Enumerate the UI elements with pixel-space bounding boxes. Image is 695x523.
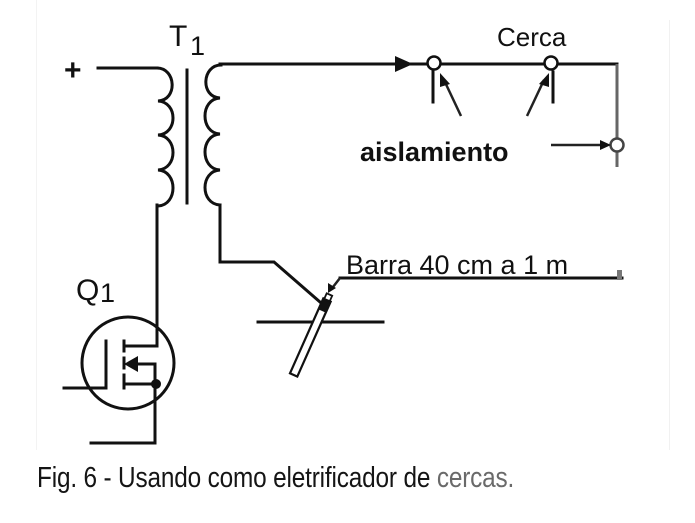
insulation-label: aislamiento	[360, 137, 509, 167]
pointer-arrowhead-3-icon	[600, 140, 611, 150]
positive-terminal-label: +	[64, 54, 82, 87]
insulator-2-icon	[543, 55, 559, 71]
pointer-arrowhead-1-icon	[440, 73, 450, 87]
figure-caption: Fig. 6 - Usando como eletrificador de ce…	[37, 462, 514, 495]
ground-rod-leader-arrowhead-icon	[328, 283, 336, 293]
insulator-1-icon	[426, 55, 442, 71]
transformer-secondary-coil	[203, 63, 223, 207]
fence-label: Cerca	[497, 22, 567, 52]
mosfet-body-icon	[80, 315, 176, 411]
scan-edge-right	[669, 20, 670, 450]
transistor-label-subscript: 1	[100, 278, 115, 308]
label-scan-mark	[617, 270, 622, 280]
mosfet-q1	[62, 315, 176, 445]
current-direction-arrow-icon	[395, 56, 413, 72]
insulator-3-icon	[609, 137, 625, 153]
scan-edge-left	[36, 0, 37, 450]
figure-caption-tail: cercas.	[436, 462, 515, 494]
figure-caption-main: Fig. 6 - Usando como eletrificador de	[37, 462, 437, 494]
pointer-line-1	[442, 79, 463, 117]
mosfet-body-lead	[132, 362, 157, 386]
ground-rod	[288, 292, 334, 378]
ground-rod-label: Barra 40 cm a 1 m	[346, 250, 568, 280]
ground-rod-leader	[332, 277, 341, 288]
transformer-primary-coil	[155, 66, 175, 208]
ground-wire	[218, 203, 323, 305]
transformer-label: T	[169, 20, 187, 53]
pointer-line-2	[525, 79, 546, 117]
mosfet-source-wire	[89, 382, 157, 445]
transformer-label-subscript: 1	[190, 31, 205, 61]
transistor-label: Q	[76, 274, 99, 307]
pointer-arrowhead-2-icon	[539, 73, 549, 87]
mosfet-body-arrow-icon	[124, 356, 138, 372]
